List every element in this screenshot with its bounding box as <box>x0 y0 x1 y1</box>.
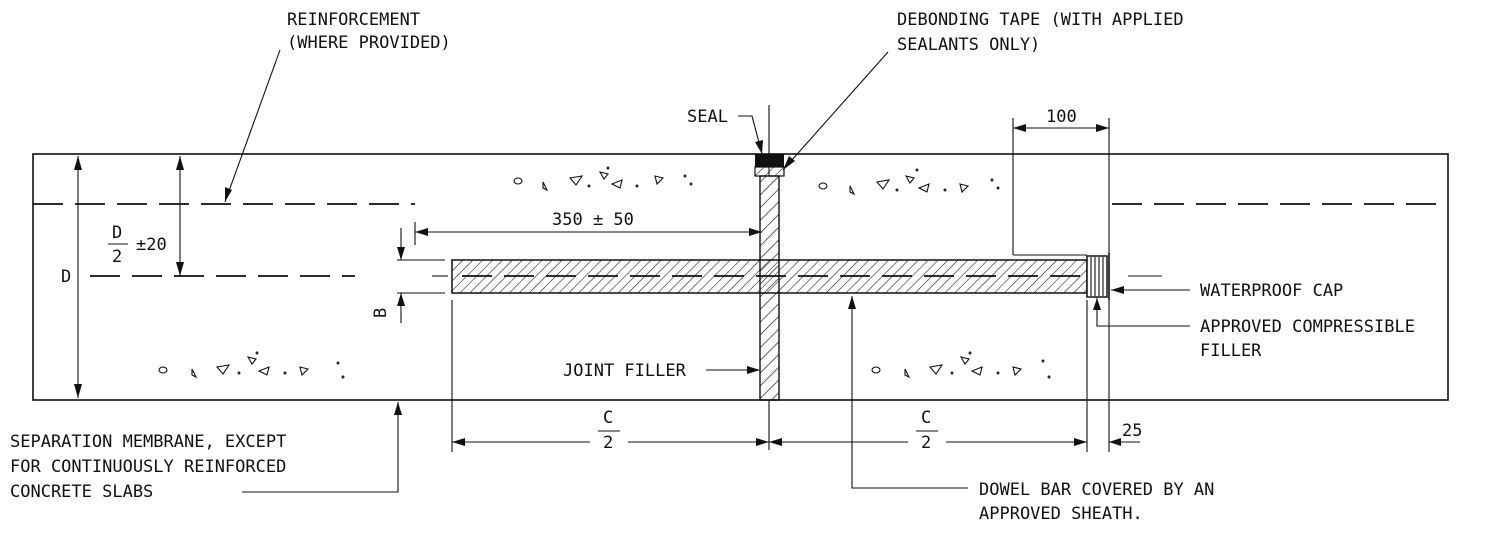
cap-length-label: 100 <box>1046 107 1077 127</box>
embedment-dimension <box>414 222 762 245</box>
half-length-right-denominator: 2 <box>921 433 931 453</box>
gap-dimension <box>1108 300 1140 452</box>
half-depth-numerator: D <box>112 223 122 243</box>
half-depth-dimension <box>108 156 184 276</box>
debonding-label-line2: SEALANTS ONLY) <box>897 35 1040 55</box>
depth-dimension <box>74 156 82 398</box>
compressible-filler <box>1086 255 1108 298</box>
membrane-label-line1: SEPARATION MEMBRANE, EXCEPT <box>10 432 286 452</box>
half-length-dimension <box>451 300 1088 452</box>
half-length-left-denominator: 2 <box>603 433 613 453</box>
cap-length-dimension <box>1012 118 1110 256</box>
leader-lines <box>224 49 1190 493</box>
embedment-label: 350 ± 50 <box>552 210 634 230</box>
seal-label: SEAL <box>687 107 728 127</box>
debonding-label-line1: DEBONDING TAPE (WITH APPLIED <box>897 10 1184 30</box>
half-length-left-numerator: C <box>603 408 613 428</box>
concrete-slab <box>32 153 1449 401</box>
membrane-label-line2: FOR CONTINUOUSLY REINFORCED <box>10 457 286 477</box>
reinforcement-label-line2: (WHERE PROVIDED) <box>287 33 451 53</box>
reinforcement-label-line1: REINFORCEMENT <box>287 10 420 30</box>
dowel-bar-label-line2: APPROVED SHEATH. <box>979 504 1143 524</box>
compressible-filler-label-line2: FILLER <box>1200 341 1262 361</box>
half-depth-tolerance: ±20 <box>136 235 167 255</box>
waterproof-cap-label: WATERPROOF CAP <box>1200 281 1343 301</box>
half-depth-denominator: 2 <box>112 247 122 267</box>
debonding-tape <box>754 166 785 177</box>
bar-diameter-label: B <box>371 308 391 318</box>
joint-filler-label: JOINT FILLER <box>563 361 687 381</box>
membrane-label-line3: CONCRETE SLABS <box>10 482 153 502</box>
gap-label: 25 <box>1122 421 1142 441</box>
aggregate-triangles-icon <box>158 166 1051 379</box>
dowel-bar-label-line1: DOWEL BAR COVERED BY AN <box>979 480 1214 500</box>
seal <box>755 154 784 167</box>
bar-diameter-dimension <box>397 228 445 323</box>
depth-label: D <box>61 267 71 287</box>
compressible-filler-label-line1: APPROVED COMPRESSIBLE <box>1200 317 1415 337</box>
half-length-right-numerator: C <box>921 408 931 428</box>
